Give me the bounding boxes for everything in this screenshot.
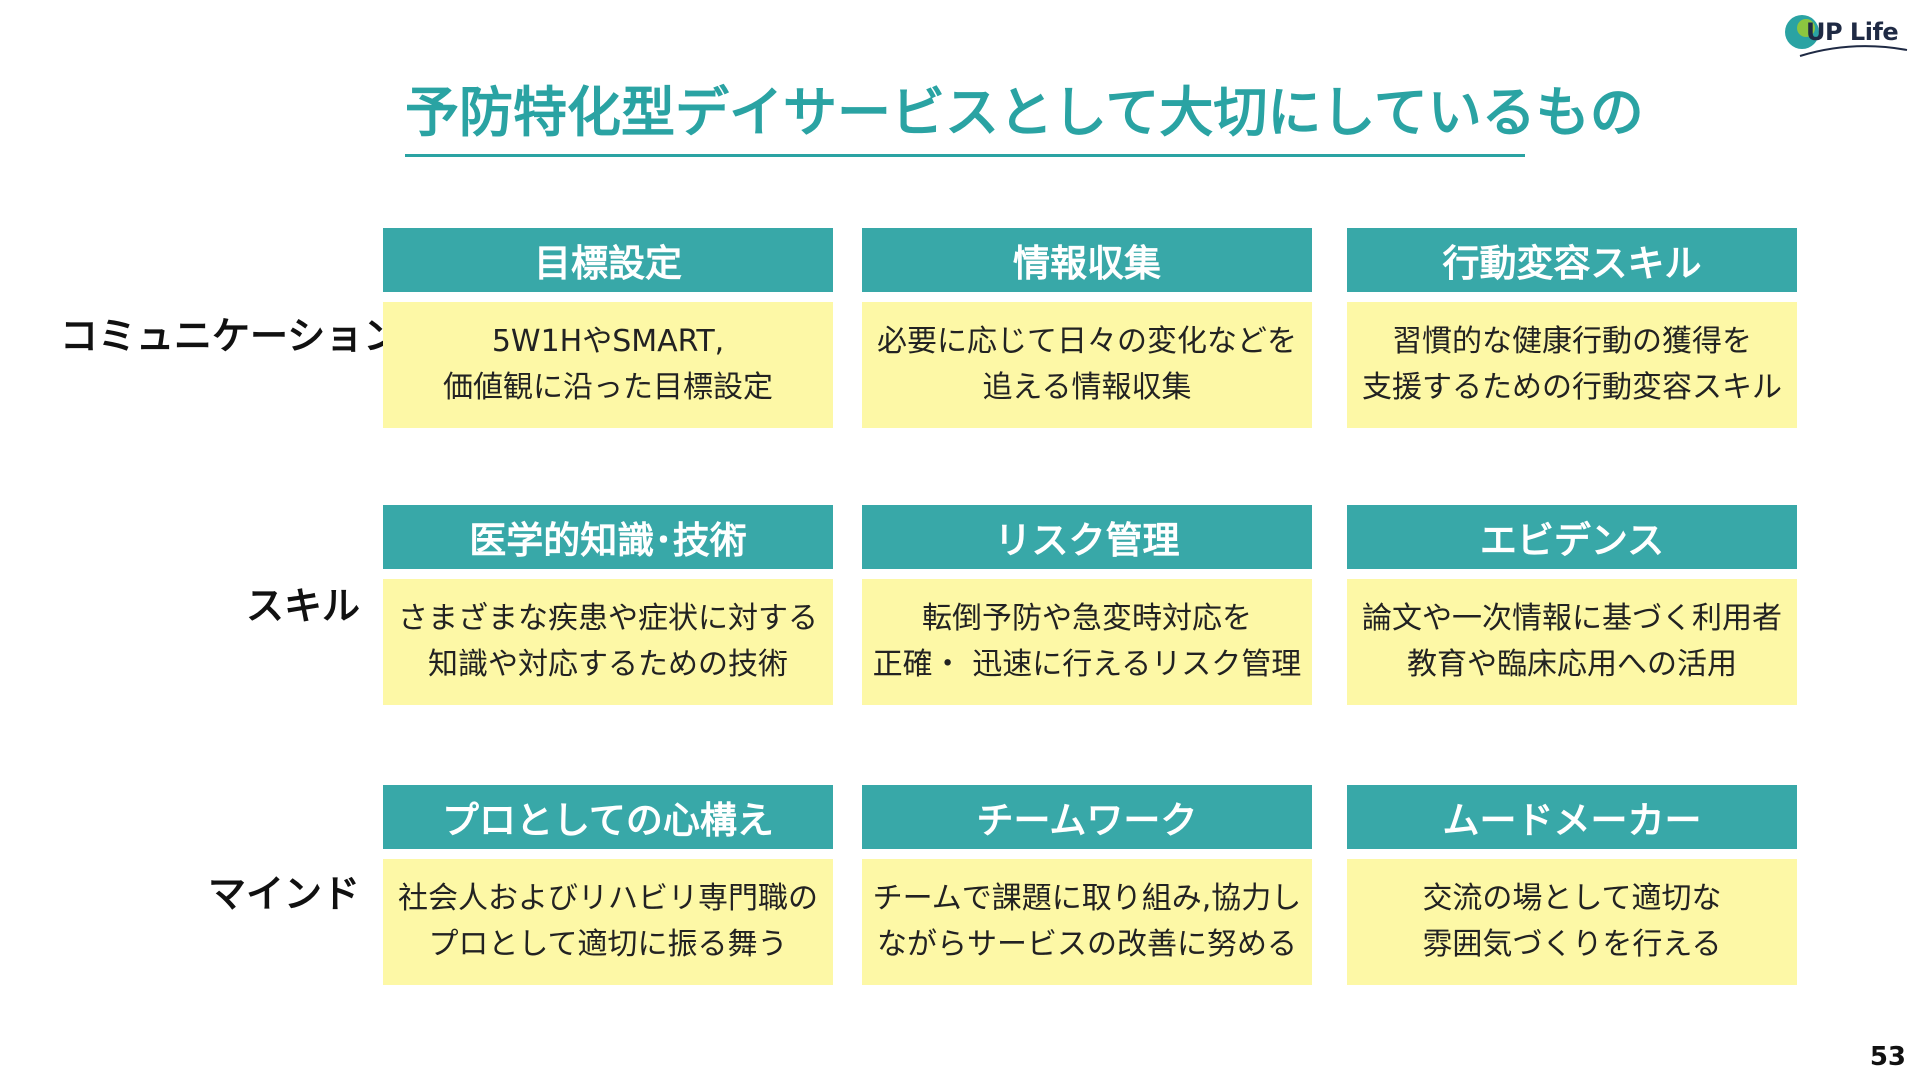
card-body-risk-management: 転倒予防や急変時対応を 正確・ 迅速に行えるリスク管理 xyxy=(862,579,1312,705)
card-header-teamwork: チームワーク xyxy=(862,785,1312,849)
card-header-professional-mindset: プロとしての心構え xyxy=(383,785,833,849)
card-text-line: 追える情報収集 xyxy=(982,370,1192,405)
card-text-line: 正確・ 迅速に行えるリスク管理 xyxy=(872,647,1302,682)
card-body-medical-knowledge: さまざまな疾患や症状に対する 知識や対応するための技術 xyxy=(383,579,833,705)
card-text-line: チームで課題に取り組み,協力し xyxy=(872,881,1302,916)
card-body-goal-setting: 5W1HやSMART, 価値観に沿った目標設定 xyxy=(383,302,833,428)
card-header-mood-maker: ムードメーカー xyxy=(1347,785,1797,849)
card-header-behavior-change: 行動変容スキル xyxy=(1347,228,1797,292)
row-label-communication: コミュニケーション xyxy=(60,314,402,358)
logo-mark-icon xyxy=(1785,15,1908,57)
card-text-line: プロとして適切に振る舞う xyxy=(428,927,788,962)
card-body-professional-mindset: 社会人およびリハビリ専門職の プロとして適切に振る舞う xyxy=(383,859,833,985)
card-text-line: 教育や臨床応用への活用 xyxy=(1407,647,1737,682)
card-text-line: 必要に応じて日々の変化などを xyxy=(877,324,1297,359)
card-text-line: 知識や対応するための技術 xyxy=(428,647,788,682)
card-text-line: 転倒予防や急変時対応を xyxy=(922,601,1252,636)
up-life-logo: UP Life xyxy=(1782,10,1912,60)
card-text-line: 5W1HやSMART, xyxy=(491,324,725,359)
card-body-mood-maker: 交流の場として適切な 雰囲気づくりを行える xyxy=(1347,859,1797,985)
card-text-line: 論文や一次情報に基づく利用者 xyxy=(1362,601,1782,636)
card-header-medical-knowledge: 医学的知識･技術 xyxy=(383,505,833,569)
card-header-risk-management: リスク管理 xyxy=(862,505,1312,569)
card-text-line: ながらサービスの改善に努める xyxy=(877,927,1297,962)
card-text-line: 価値観に沿った目標設定 xyxy=(443,370,773,405)
page-number: 53 xyxy=(1869,1042,1906,1072)
card-body-info-gathering: 必要に応じて日々の変化などを 追える情報収集 xyxy=(862,302,1312,428)
card-text-line: さまざまな疾患や症状に対する xyxy=(398,601,818,636)
card-text-line: 支援するための行動変容スキル xyxy=(1362,370,1782,405)
card-text-line: 雰囲気づくりを行える xyxy=(1422,927,1722,962)
card-body-behavior-change: 習慣的な健康行動の獲得を 支援するための行動変容スキル xyxy=(1347,302,1797,428)
card-body-evidence: 論文や一次情報に基づく利用者 教育や臨床応用への活用 xyxy=(1347,579,1797,705)
row-label-mind: マインド xyxy=(207,872,360,916)
logo-text: UP Life xyxy=(1806,18,1899,46)
card-header-goal-setting: 目標設定 xyxy=(383,228,833,292)
card-text-line: 交流の場として適切な xyxy=(1422,881,1722,916)
card-text-line: 社会人およびリハビリ専門職の xyxy=(398,881,818,916)
card-body-teamwork: チームで課題に取り組み,協力し ながらサービスの改善に努める xyxy=(862,859,1312,985)
page-title: 予防特化型デイサービスとして大切にしているもの xyxy=(405,78,1644,157)
card-text-line: 習慣的な健康行動の獲得を xyxy=(1392,324,1752,359)
row-label-skill: スキル xyxy=(245,584,360,628)
card-header-info-gathering: 情報収集 xyxy=(862,228,1312,292)
card-header-evidence: エビデンス xyxy=(1347,505,1797,569)
